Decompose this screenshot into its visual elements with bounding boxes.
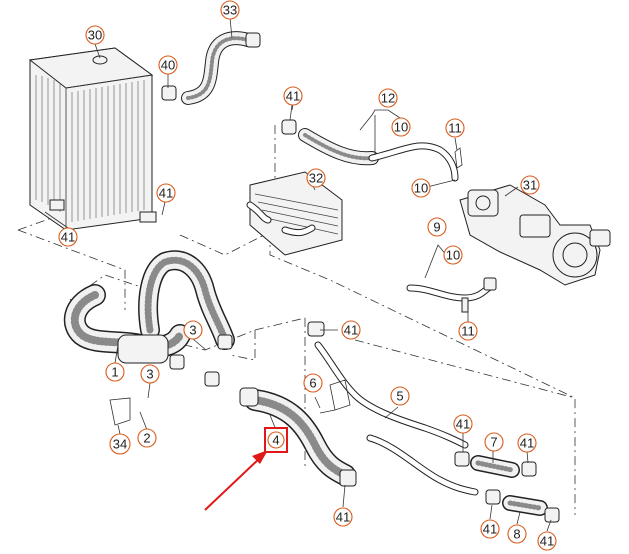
svg-text:32: 32	[309, 171, 323, 186]
svg-text:31: 31	[523, 178, 537, 193]
svg-text:41: 41	[159, 186, 173, 201]
hose-1	[63, 250, 235, 426]
callout-41-hose-8-right[interactable]: 41	[537, 531, 557, 551]
callout-7[interactable]: 7	[484, 432, 504, 452]
svg-text:3: 3	[146, 367, 153, 382]
svg-text:41: 41	[336, 510, 350, 525]
callout-41-hose-4[interactable]: 41	[333, 507, 353, 527]
svg-text:7: 7	[490, 435, 497, 450]
hose-12	[281, 119, 459, 182]
label-10-hose-12[interactable]: 10	[391, 117, 411, 137]
callout-41-radiator-right[interactable]: 41	[156, 183, 176, 203]
callout-11-upper[interactable]: 11	[445, 118, 465, 138]
callout-41-hose-12[interactable]: 41	[283, 86, 303, 106]
callout-8[interactable]: 8	[507, 524, 527, 544]
callout-34[interactable]: 34	[109, 433, 131, 455]
svg-text:12: 12	[381, 91, 395, 106]
hose-8	[485, 489, 560, 523]
callout-2[interactable]: 2	[137, 428, 157, 448]
hose-9	[406, 147, 497, 313]
svg-text:10: 10	[394, 120, 408, 135]
svg-text:3: 3	[189, 323, 196, 338]
callout-11-lower[interactable]: 11	[458, 321, 478, 341]
callout-5[interactable]: 5	[390, 386, 410, 406]
svg-text:34: 34	[113, 437, 127, 452]
callout-41-radiator-left[interactable]: 41	[58, 227, 78, 247]
svg-text:6: 6	[309, 376, 316, 391]
callout-31[interactable]: 31	[520, 175, 540, 195]
pipe-5	[307, 321, 479, 496]
svg-text:10: 10	[414, 181, 428, 196]
svg-text:30: 30	[88, 28, 102, 43]
callout-40[interactable]: 40	[158, 55, 178, 75]
svg-text:41: 41	[520, 436, 534, 451]
callout-41-pipe-5[interactable]: 41	[341, 320, 361, 340]
callout-41-hose-7-left[interactable]: 41	[453, 414, 473, 434]
svg-text:1: 1	[111, 365, 118, 380]
callout-3-upper[interactable]: 3	[183, 320, 203, 340]
svg-text:41: 41	[483, 522, 497, 537]
svg-text:10: 10	[446, 248, 460, 263]
callout-32[interactable]: 32	[306, 168, 326, 188]
oil-cooler	[246, 171, 343, 256]
svg-text:41: 41	[61, 230, 75, 245]
svg-text:5: 5	[396, 389, 403, 404]
svg-text:11: 11	[448, 121, 462, 136]
callout-1[interactable]: 1	[105, 362, 125, 382]
svg-text:33: 33	[223, 3, 237, 18]
hose-7	[454, 451, 537, 478]
svg-text:41: 41	[540, 534, 554, 549]
svg-text:8: 8	[513, 527, 520, 542]
svg-text:2: 2	[143, 431, 150, 446]
svg-text:11: 11	[461, 324, 475, 339]
thermostat-housing	[459, 184, 611, 286]
label-10-hose-9[interactable]: 10	[443, 245, 463, 265]
callout-4-highlighted[interactable]: 4	[264, 427, 288, 453]
callout-10-middle[interactable]: 10	[411, 178, 431, 198]
radiator	[28, 47, 157, 231]
svg-text:41: 41	[344, 323, 358, 338]
callout-41-hose-7-right[interactable]: 41	[517, 433, 537, 453]
callout-41-hose-8-left[interactable]: 41	[480, 519, 500, 539]
svg-text:41: 41	[456, 417, 470, 432]
callout-9[interactable]: 9	[427, 217, 447, 237]
svg-text:40: 40	[161, 58, 175, 73]
callout-33[interactable]: 33	[220, 0, 240, 20]
pointer-arrow	[204, 450, 268, 511]
svg-text:41: 41	[286, 89, 300, 104]
hose-33	[161, 31, 261, 105]
callout-30[interactable]: 30	[85, 25, 105, 45]
svg-text:4: 4	[272, 433, 279, 448]
callout-3-lower[interactable]: 3	[140, 364, 160, 384]
hose-4	[239, 387, 357, 487]
svg-text:9: 9	[433, 220, 440, 235]
callout-6[interactable]: 6	[303, 373, 323, 393]
callout-12[interactable]: 12	[378, 88, 398, 108]
